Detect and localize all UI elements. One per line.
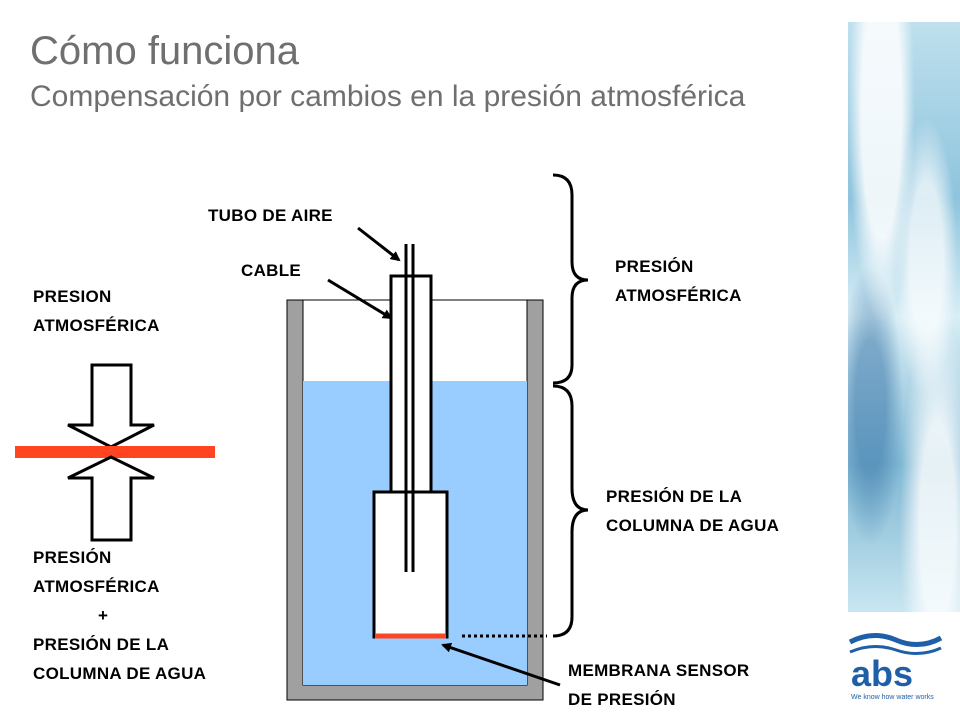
label-line: PRESIÓN DE LA [33,635,170,654]
label-tubo-aire: TUBO DE AIRE [208,206,333,225]
down-arrow-icon [67,363,155,449]
label-line: PRESIÓN [615,257,694,276]
label-line: MEMBRANA SENSOR [568,661,750,680]
label-plus: + [98,606,109,625]
label-presion-atm-right: PRESIÓN ATMOSFÉRICA [615,252,742,310]
label-membrana: MEMBRANA SENSOR DE PRESIÓN [568,656,749,714]
compensation-illustration [15,363,215,542]
brace-atmospheric [552,173,589,385]
membrane-bar [15,446,215,458]
slide-title: Cómo funciona [30,29,300,73]
label-presion-columna: PRESIÓN DE LA COLUMNA DE AGUA [606,482,779,540]
label-presion-combined: PRESIÓN ATMOSFÉRICA + PRESIÓN DE LA COLU… [33,543,206,688]
logo-wave-icon [849,645,942,655]
label-line: PRESIÓN DE LA [606,487,743,506]
label-line: COLUMNA DE AGUA [33,664,207,683]
membrana-arrow [441,642,561,687]
label-line: ATMOSFÉRICA [33,316,160,335]
logo-brand-text: abs [851,653,913,694]
label-cable: CABLE [241,261,302,280]
label-line: DE PRESIÓN [568,690,676,709]
label-presion-atm-left: PRESION ATMOSFÉRICA [33,282,160,340]
water-decoration-image [848,22,960,612]
label-line: ATMOSFÉRICA [33,577,160,596]
label-line: PRESION [33,287,112,306]
logo-wave-icon [848,633,943,647]
brace-water-column [552,384,589,638]
cable-arrow [327,278,393,320]
label-line: PRESIÓN [33,548,112,567]
up-arrow-icon [67,455,155,542]
tubo-aire-arrow [357,226,401,262]
logo-tagline: We know how water works [851,694,934,701]
label-line: COLUMNA DE AGUA [606,516,780,535]
pressure-sensor [372,244,449,639]
abs-logo: abs We know how water works [848,633,943,701]
label-line: ATMOSFÉRICA [615,286,742,305]
slide-subtitle: Compensación por cambios en la presión a… [30,80,746,113]
